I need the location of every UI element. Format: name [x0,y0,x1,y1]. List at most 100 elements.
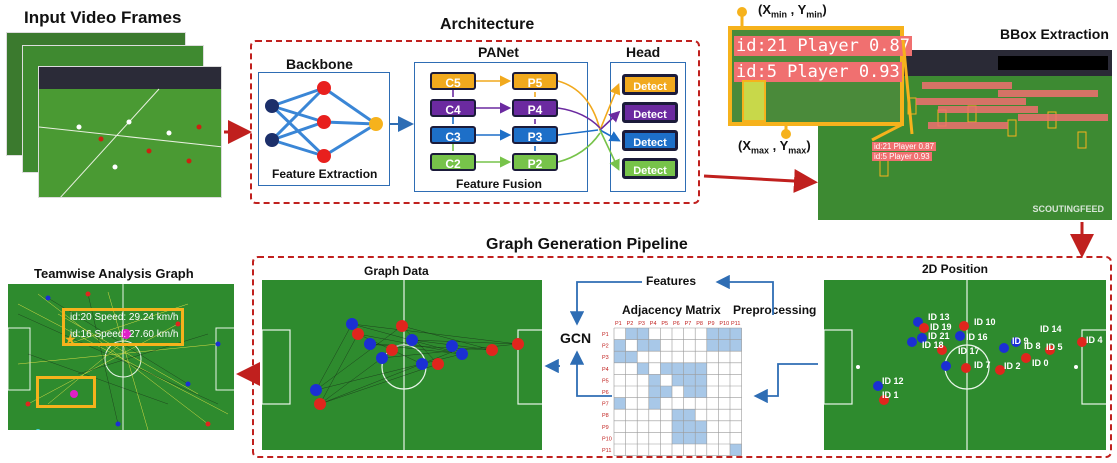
adjacency-cell [672,432,684,444]
adjacency-cell [648,374,661,386]
adjacency-cell [637,328,649,340]
pos-id-7: ID 7 [974,360,991,370]
adjacency-col-label: P4 [650,321,657,327]
bbox-small-label-2: id:5 Player 0.93 [872,152,932,161]
p4-box: P4 [512,99,558,117]
bbox-title: BBox Extraction [1000,26,1109,42]
pos-id-19: ID 19 [930,322,952,332]
input-frames-title: Input Video Frames [24,8,182,27]
adjacency-cell [614,397,626,410]
detect-box-1: Detect [622,74,678,95]
adjacency-title: Adjacency Matrix [622,303,721,317]
detect-box-4: Detect [622,158,678,179]
adjacency-row-label: P8 [602,413,609,419]
c5-box: C5 [430,72,476,90]
position-pitch: ID 13 ID 19 ID 21 ID 18 ID 10 ID 16 ID 1… [822,278,1108,452]
adjacency-cell [625,328,638,340]
adjacency-cell [672,374,684,386]
pos-id-5: ID 5 [1046,342,1063,352]
adjacency-cell [648,339,661,352]
c2-box: C2 [430,153,476,171]
adjacency-cell [683,386,696,398]
adjacency-col-label: P11 [731,321,740,327]
adjacency-cell [637,362,649,375]
position-pitch-lines [824,280,1106,450]
adjacency-cell [695,386,707,398]
adjacency-row-label: P10 [602,436,612,442]
graph-data-pitch [260,278,544,452]
adjacency-col-label: P6 [673,321,680,327]
adjacency-row-label: P6 [602,390,609,396]
adjacency-cell [695,420,707,433]
gcn-label: GCN [560,330,592,346]
pos-id-14: ID 14 [1040,324,1062,334]
graph-data-title: Graph Data [364,264,429,278]
c4-box: C4 [430,99,476,117]
adjacency-cell [648,386,661,398]
graph-data-network [262,280,542,450]
bbox-zoom-label-2: id:5 Player 0.93 [734,62,902,82]
adjacency-cell [683,432,696,444]
teamwise-network [8,284,234,430]
teamwise-pitch: id:20 Speed: 29.24 km/h id:16 Speed: 27.… [6,282,236,432]
adjacency-cell [718,328,730,340]
adjacency-cell [683,420,696,433]
teamwise-small-box [36,376,96,408]
backbone-network [265,81,383,163]
adjacency-cell [660,362,672,375]
adjacency-cell [660,386,672,398]
adjacency-row-label: P3 [602,355,609,361]
pos-id-0: ID 0 [1032,358,1049,368]
adjacency-row-label: P5 [602,378,609,384]
adjacency-cell [637,339,649,352]
pos-id-1: ID 1 [882,390,899,400]
adjacency-col-label: P3 [638,321,645,327]
adjacency-cell [683,409,696,421]
bbox-zoom-box: id:21 Player 0.87 id:5 Player 0.93 [728,26,912,126]
detect-box-2: Detect [622,102,678,123]
adjacency-cell [625,351,638,363]
adjacency-row-label: P2 [602,344,609,350]
bbox-watermark: SCOUTINGFEED [1032,204,1104,214]
teamwise-speed-1: id:20 Speed: 29.24 km/h [70,312,179,323]
architecture-title: Architecture [440,16,535,33]
teamwise-highlight-box [62,308,184,346]
adjacency-cell [695,362,707,375]
detect-box-3: Detect [622,130,678,151]
pos-id-8: ID 8 [1024,341,1041,351]
adjacency-cell [706,339,719,352]
adjacency-col-label: P10 [719,321,729,327]
panet-caption: Feature Fusion [456,177,543,191]
bbox-small-label-1: id:21 Player 0.87 [872,142,937,151]
bbox-max-coord: (Xmax , Ymax) [738,138,811,156]
adjacency-col-label: P2 [627,321,634,327]
adjacency-col-label: P7 [685,321,692,327]
teamwise-star-marker: ★ [64,331,77,347]
p5-box: P5 [512,72,558,90]
pos-id-13: ID 13 [928,312,950,322]
pos-id-9: ID 9 [1012,336,1029,346]
adjacency-col-label: P8 [696,321,703,327]
teamwise-speed-2: id:16 Speed: 27.60 km/h [70,329,179,340]
adjacency-col-label: P9 [708,321,715,327]
pos-id-4: ID 4 [1086,335,1103,345]
input-frame-players [39,88,221,197]
adjacency-cell [706,328,719,340]
pos-id-21: ID 21 [928,331,950,341]
pos-id-16: ID 16 [966,332,988,342]
adjacency-cell [614,339,626,352]
adjacency-cell [672,362,684,375]
adjacency-row-label: P1 [602,332,609,338]
head-title: Head [626,44,661,60]
pos-id-18: ID 18 [922,340,944,350]
backbone-title: Backbone [286,56,353,72]
adjacency-row-label: P4 [602,367,609,373]
adjacency-cell [672,420,684,433]
pipeline-title: Graph Generation Pipeline [486,236,688,253]
adjacency-cell [730,444,742,456]
pipeline-box [252,256,1112,458]
bbox-zoom-label-1: id:21 Player 0.87 [734,36,912,56]
pos-id-10: ID 10 [974,317,996,327]
adjacency-cell [672,409,684,421]
adjacency-row-label: P9 [602,425,609,431]
